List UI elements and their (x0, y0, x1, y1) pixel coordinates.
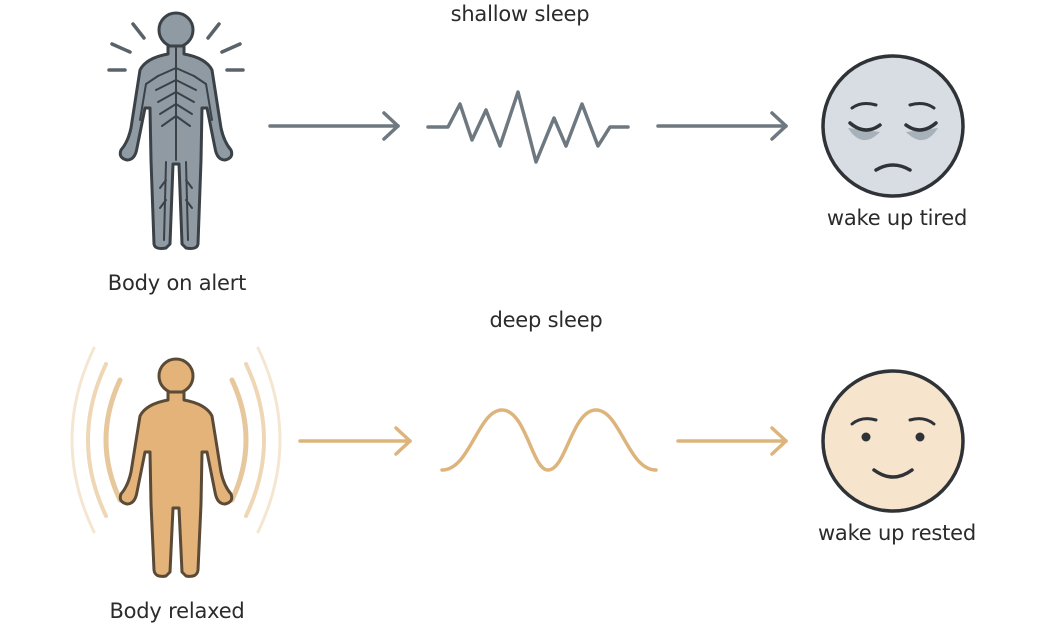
wake-up-tired-label: wake up tired (826, 206, 968, 230)
alert-body-icon (107, 11, 245, 250)
shallow-sleep-wave (426, 90, 630, 164)
arrow-icon (656, 111, 788, 141)
body-on-alert-label: Body on alert (107, 271, 247, 295)
alert-rays-icon (107, 22, 245, 72)
relaxed-body-icon (70, 346, 282, 578)
tired-face-icon (821, 54, 965, 198)
deep-sleep-label: deep sleep (489, 308, 603, 332)
body-relaxed-label: Body relaxed (109, 599, 245, 623)
arrow-icon (268, 111, 400, 141)
arrow-icon (298, 426, 412, 456)
rested-face-icon (821, 369, 965, 513)
arrow-icon (676, 426, 788, 456)
shallow-sleep-label: shallow sleep (450, 2, 590, 26)
wake-up-rested-label: wake up rested (817, 521, 977, 545)
deep-sleep-wave (440, 408, 658, 472)
